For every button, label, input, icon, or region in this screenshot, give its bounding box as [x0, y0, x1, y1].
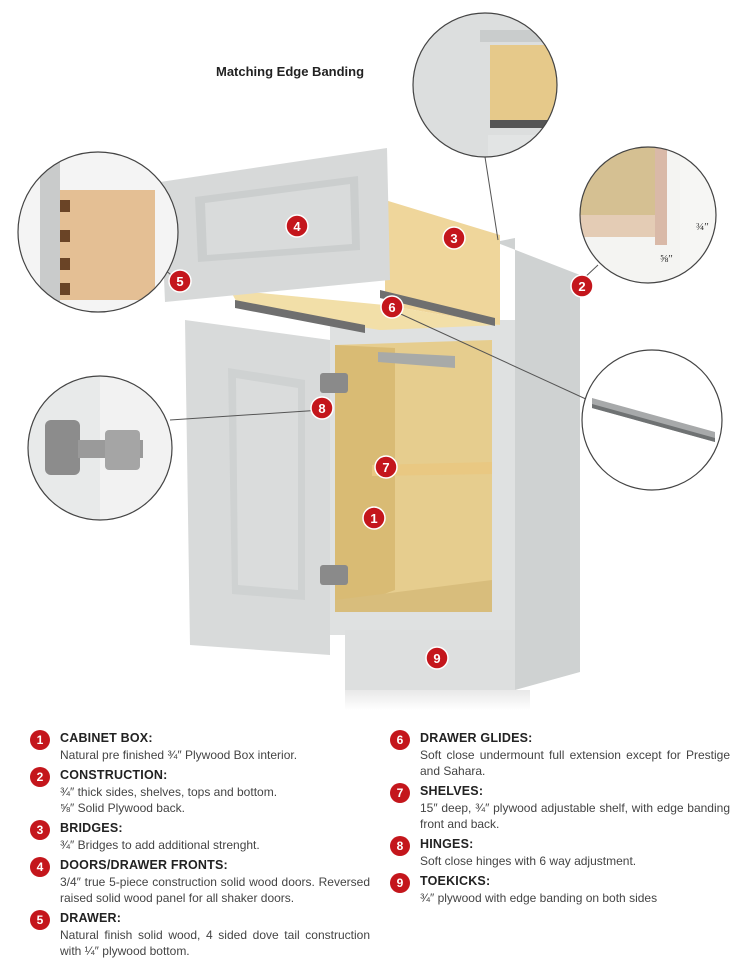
callout-1: 1: [362, 506, 386, 530]
legend-title: DRAWER:: [60, 911, 122, 925]
legend-desc: Soft close hinges with 6 way adjustment.: [420, 854, 637, 868]
hinge-detail: [28, 376, 172, 520]
cabinet-illustration: ¾″ ⅝″ 1 2: [17, 12, 723, 710]
legend-number: 5: [30, 910, 50, 930]
legend-item-construction: 2 CONSTRUCTION: ¾″ thick sides, shelves,…: [30, 767, 370, 816]
legend-desc: ¾″ thick sides, shelves, tops and bottom…: [60, 785, 278, 799]
svg-text:9: 9: [433, 651, 440, 666]
cabinet-diagram: Matching Edge Banding: [17, 12, 723, 710]
legend-title: DRAWER GLIDES:: [420, 731, 533, 745]
legend-desc: 15″ deep, ¾″ plywood adjustable shelf, w…: [420, 801, 730, 831]
legend-item-cabinet-box: 1 CABINET BOX: Natural pre finished ¾″ P…: [30, 730, 370, 763]
legend-item-shelves: 7 SHELVES: 15″ deep, ¾″ plywood adjustab…: [390, 783, 730, 832]
legend-title: CABINET BOX:: [60, 731, 153, 745]
legend-title: HINGES:: [420, 837, 474, 851]
edge-banding-title: Matching Edge Banding: [216, 64, 365, 79]
drawer-box: [385, 200, 500, 325]
legend-title: CONSTRUCTION:: [60, 768, 168, 782]
legend-item-hinges: 8 HINGES: Soft close hinges with 6 way a…: [390, 836, 730, 869]
legend-item-drawer-glides: 6 DRAWER GLIDES: Soft close undermount f…: [390, 730, 730, 779]
legend-number: 8: [390, 836, 410, 856]
legend-number: 7: [390, 783, 410, 803]
legend-number: 2: [30, 767, 50, 787]
legend-desc: Natural pre finished ¾″ Plywood Box inte…: [60, 748, 298, 762]
callout-9: 9: [425, 646, 449, 670]
dimension-five-eighth: ⅝″: [660, 253, 673, 265]
cabinet-side: [495, 238, 580, 690]
legend-left: 1 CABINET BOX: Natural pre finished ¾″ P…: [30, 730, 370, 963]
svg-text:5: 5: [176, 274, 183, 289]
callout-3: 3: [442, 226, 466, 250]
bottom-hinge: [320, 565, 348, 585]
legend-right: 6 DRAWER GLIDES: Soft close undermount f…: [390, 730, 730, 910]
callout-7: 7: [374, 455, 398, 479]
svg-text:3: 3: [450, 231, 457, 246]
legend-number: 3: [30, 820, 50, 840]
legend-item-toekicks: 9 TOEKICKS: ¾″ plywood with edge banding…: [390, 873, 730, 906]
shelf: [372, 462, 492, 476]
svg-text:6: 6: [388, 300, 395, 315]
svg-text:1: 1: [370, 511, 377, 526]
legend-number: 4: [30, 857, 50, 877]
top-hinge: [320, 373, 348, 393]
legend-title: SHELVES:: [420, 784, 484, 798]
legend-desc: 3/4″ true 5-piece construction solid woo…: [60, 875, 370, 905]
dimension-three-quarter: ¾″: [696, 221, 709, 233]
svg-text:7: 7: [382, 460, 389, 475]
plywood-detail: [580, 147, 716, 283]
legend-title: BRIDGES:: [60, 821, 123, 835]
legend-desc: ¾″ plywood with edge banding on both sid…: [420, 891, 658, 905]
legend-item-bridges: 3 BRIDGES: ¾″ Bridges to add additional …: [30, 820, 370, 853]
legend-number: 6: [390, 730, 410, 750]
callout-4: 4: [285, 214, 309, 238]
legend-number: 1: [30, 730, 50, 750]
legend-desc: ¾″ Bridges to add additional strenght.: [60, 838, 260, 852]
svg-text:2: 2: [578, 279, 585, 294]
legend-item-doors: 4 DOORS/DRAWER FRONTS: 3/4″ true 5-piece…: [30, 857, 370, 906]
svg-text:8: 8: [318, 401, 325, 416]
legend-item-drawer: 5 DRAWER: Natural finish solid wood, 4 s…: [30, 910, 370, 959]
drawer-glide-detail: [582, 350, 722, 490]
callout-8: 8: [310, 396, 334, 420]
legend-desc: Natural finish solid wood, 4 sided dove …: [60, 928, 370, 958]
svg-text:4: 4: [293, 219, 301, 234]
legend-desc: Soft close undermount full extension exc…: [420, 748, 730, 778]
legend-number: 9: [390, 873, 410, 893]
callout-6: 6: [380, 295, 404, 319]
legend-desc: ⅝″ Solid Plywood back.: [60, 801, 185, 815]
legend-title: TOEKICKS:: [420, 874, 491, 888]
callout-5: 5: [168, 269, 192, 293]
callout-2: 2: [570, 274, 594, 298]
legend-title: DOORS/DRAWER FRONTS:: [60, 858, 228, 872]
edge-banding-detail: [413, 13, 557, 157]
dovetail-detail: [18, 152, 178, 312]
